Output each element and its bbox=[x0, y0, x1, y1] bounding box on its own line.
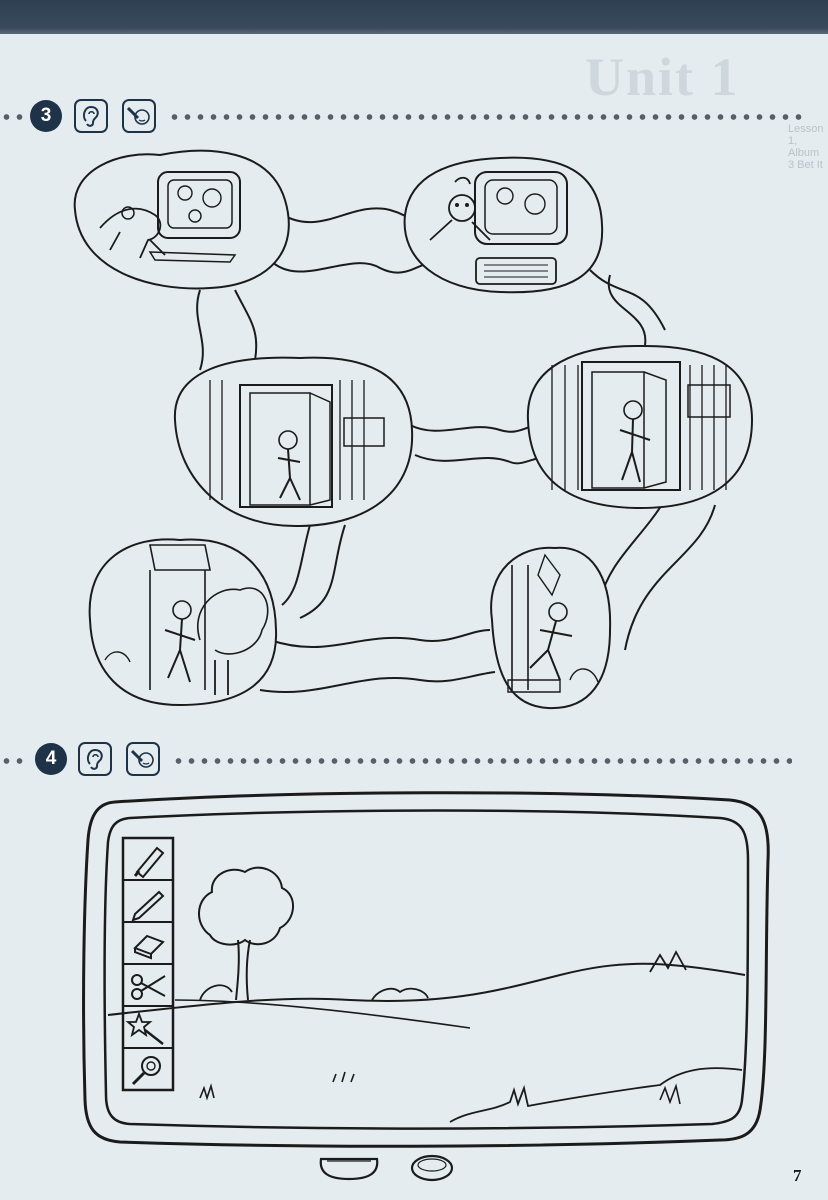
marker-icon[interactable] bbox=[125, 840, 171, 880]
pencil-face-icon bbox=[126, 742, 160, 776]
ear-icon bbox=[78, 742, 112, 776]
page-number: 7 bbox=[793, 1166, 802, 1185]
eraser-icon[interactable] bbox=[125, 924, 171, 964]
magnifier-icon[interactable] bbox=[125, 1050, 171, 1090]
ear-icon bbox=[74, 99, 108, 133]
home-button[interactable] bbox=[317, 1153, 381, 1183]
ghost-unit-subtitle: Lesson 1, Album 3 Bet It bbox=[788, 123, 824, 171]
top-shadow-band bbox=[0, 0, 828, 40]
dot-leader-right bbox=[172, 757, 792, 765]
ghost-unit-title: Unit 1 bbox=[585, 47, 740, 107]
dot-leader-right bbox=[168, 113, 808, 121]
dot-leader-left bbox=[0, 757, 26, 765]
exercise-number-badge: 4 bbox=[35, 743, 67, 775]
magic-wand-icon[interactable] bbox=[125, 1008, 171, 1048]
round-button[interactable] bbox=[408, 1152, 456, 1184]
exercise-number-badge: 3 bbox=[30, 100, 62, 132]
pencil-face-icon bbox=[122, 99, 156, 133]
scissors-icon[interactable] bbox=[125, 966, 171, 1006]
exercise-3-header: 3 bbox=[0, 96, 828, 136]
dot-leader-left bbox=[0, 113, 26, 121]
exercise-4-header: 4 bbox=[0, 740, 828, 780]
pencil-icon[interactable] bbox=[125, 882, 171, 922]
